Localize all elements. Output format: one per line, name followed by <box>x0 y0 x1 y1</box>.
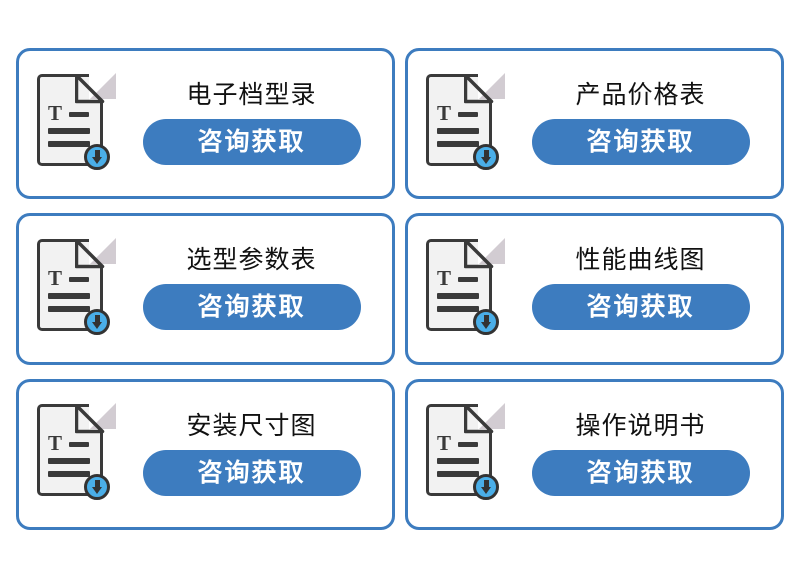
download-badge-icon <box>84 474 110 501</box>
download-badge-icon <box>84 143 110 170</box>
document-letter-t: T <box>48 265 63 290</box>
document-text-line-short <box>69 442 89 448</box>
card-title: 选型参数表 <box>186 245 317 275</box>
card-title: 性能曲线图 <box>575 245 706 275</box>
document-download-icon: T <box>426 72 505 174</box>
document-fold-corner <box>479 72 505 99</box>
document-download-icon: T <box>37 403 116 504</box>
resource-card-operation-manual[interactable]: T 操作说明书 咨询获取 <box>405 378 784 530</box>
card-title: 产品价格表 <box>575 80 706 110</box>
document-fold-corner <box>90 403 116 430</box>
resource-card-performance-curve[interactable]: T 性能曲线图 咨询获取 <box>405 213 784 365</box>
document-letter-t: T <box>437 265 452 290</box>
download-badge-icon <box>473 308 499 335</box>
card-body: 选型参数表 咨询获取 <box>121 245 382 332</box>
document-text-line-2 <box>48 471 90 478</box>
document-fold-corner <box>90 72 116 99</box>
document-text-line-short <box>458 276 478 282</box>
document-download-icon: T <box>37 72 116 174</box>
document-letter-t: T <box>48 431 63 456</box>
download-badge-icon <box>84 308 110 335</box>
document-text-line-1 <box>48 458 90 465</box>
consult-get-button[interactable]: 咨询获取 <box>142 119 361 166</box>
consult-get-button[interactable]: 咨询获取 <box>531 119 750 166</box>
card-title: 电子档型录 <box>186 80 317 110</box>
document-text-line-2 <box>437 305 479 312</box>
document-fold-corner <box>90 237 116 264</box>
document-letter-t: T <box>48 100 63 125</box>
document-text-line-1 <box>437 292 479 299</box>
document-text-line-1 <box>48 292 90 299</box>
card-title: 安装尺寸图 <box>186 410 317 440</box>
resource-card-selection-parameter-table[interactable]: T 选型参数表 咨询获取 <box>16 213 395 365</box>
card-title: 操作说明书 <box>575 410 706 440</box>
resource-card-electronic-catalog[interactable]: T 电子档型录 咨询获取 <box>16 48 395 200</box>
document-text-line-short <box>458 111 478 117</box>
document-text-line-2 <box>437 471 479 478</box>
document-text-line-2 <box>437 140 479 147</box>
download-badge-icon <box>473 474 499 501</box>
document-text-line-1 <box>48 127 90 134</box>
document-fold-corner <box>479 237 505 264</box>
resource-card-installation-dimension-drawing[interactable]: T 安装尺寸图 咨询获取 <box>16 378 395 530</box>
card-body: 电子档型录 咨询获取 <box>121 80 382 167</box>
document-download-icon: T <box>426 237 505 339</box>
document-text-line-short <box>69 276 89 282</box>
document-letter-t: T <box>437 100 452 125</box>
consult-get-button[interactable]: 咨询获取 <box>531 284 750 331</box>
consult-get-button[interactable]: 咨询获取 <box>142 284 361 331</box>
document-letter-t: T <box>437 431 452 456</box>
consult-get-button[interactable]: 咨询获取 <box>531 449 750 496</box>
resource-card-product-price-list[interactable]: T 产品价格表 咨询获取 <box>405 48 784 200</box>
document-text-line-short <box>69 111 89 117</box>
document-text-line-1 <box>437 127 479 134</box>
document-text-line-short <box>458 442 478 448</box>
document-download-icon: T <box>37 237 116 339</box>
document-text-line-1 <box>437 458 479 465</box>
document-fold-corner <box>479 403 505 430</box>
document-text-line-2 <box>48 140 90 147</box>
document-text-line-2 <box>48 305 90 312</box>
consult-get-button[interactable]: 咨询获取 <box>142 449 361 496</box>
card-body: 安装尺寸图 咨询获取 <box>121 411 382 498</box>
document-download-icon: T <box>426 403 505 504</box>
download-badge-icon <box>473 143 499 170</box>
card-body: 操作说明书 咨询获取 <box>510 411 771 498</box>
card-body: 性能曲线图 咨询获取 <box>510 245 771 332</box>
card-body: 产品价格表 咨询获取 <box>510 80 771 167</box>
